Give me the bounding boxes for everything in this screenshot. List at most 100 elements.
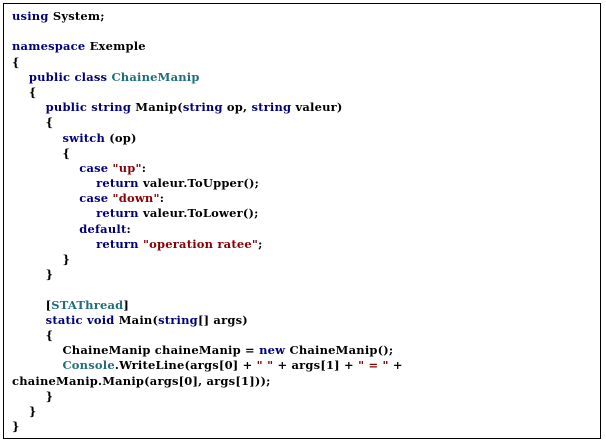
- code-line: case "up":: [12, 161, 403, 176]
- code-text: chaineManip.Manip(args[0], args[1]));: [12, 373, 271, 388]
- code-keyword: return: [96, 206, 139, 221]
- code-text: [12, 313, 46, 327]
- code-line: ChaineManip chaineManip = new ChaineMani…: [12, 343, 403, 358]
- code-snippet-frame: using System; namespace Exemple{ public …: [3, 3, 601, 439]
- code-line: {: [12, 115, 403, 130]
- code-line: [12, 24, 403, 39]
- code-keyword: namespace: [12, 39, 86, 54]
- code-text: [12, 161, 79, 175]
- code-text: valeur): [291, 100, 343, 115]
- code-line: Console.WriteLine(args[0] + " " + args[1…: [12, 358, 403, 373]
- code-keyword: case: [79, 191, 109, 206]
- code-text: +: [388, 358, 403, 373]
- code-text: op,: [222, 100, 252, 115]
- code-text: ;: [258, 236, 263, 251]
- code-text: [12, 191, 79, 205]
- code-keyword: public: [28, 69, 71, 84]
- code-text: }: [12, 403, 37, 418]
- code-text: [12, 70, 29, 84]
- code-line: public class ChaineManip: [12, 70, 403, 85]
- code-keyword: new: [259, 343, 286, 358]
- code-line: [12, 282, 403, 297]
- code-text: {: [12, 145, 71, 160]
- code-line: switch (op): [12, 131, 403, 146]
- code-string-literal: " ": [256, 358, 274, 373]
- code-text: valeur.ToUpper();: [138, 176, 260, 191]
- code-text: [: [12, 297, 52, 312]
- code-type-name: Console: [62, 358, 115, 373]
- code-text: [12, 358, 62, 372]
- code-line: return valeur.ToUpper();: [12, 176, 403, 191]
- code-type-name: ChaineManip: [111, 69, 200, 84]
- code-text: ChaineManip chaineManip =: [12, 343, 260, 358]
- code-text: :: [141, 160, 147, 175]
- code-text: [12, 237, 96, 251]
- code-line: }: [12, 389, 403, 404]
- code-line: {: [12, 328, 403, 343]
- code-keyword: static: [45, 312, 83, 327]
- code-text: ChaineManip();: [285, 343, 394, 358]
- code-keyword: void: [86, 312, 115, 327]
- code-keyword: default: [79, 221, 127, 236]
- code-text: {: [12, 84, 37, 99]
- code-keyword: return: [96, 236, 139, 251]
- code-line: chaineManip.Manip(args[0], args[1]));: [12, 374, 403, 389]
- code-text: :: [159, 191, 165, 206]
- code-text: {: [12, 115, 54, 130]
- code-text: ]: [123, 297, 130, 312]
- code-text: }: [12, 388, 54, 403]
- code-string-literal: "down": [112, 191, 160, 206]
- code-keyword: return: [96, 176, 139, 191]
- code-line: }: [12, 419, 403, 434]
- code-line: return "operation ratee";: [12, 237, 403, 252]
- code-line: return valeur.ToLower();: [12, 206, 403, 221]
- code-keyword: string: [251, 100, 292, 115]
- code-line: }: [12, 267, 403, 282]
- code-keyword: string: [91, 100, 132, 115]
- code-line: namespace Exemple: [12, 39, 403, 54]
- code-text: .WriteLine(args[0] +: [114, 358, 257, 373]
- code-text: [] args): [197, 312, 248, 327]
- code-string-literal: " = ": [358, 358, 389, 373]
- code-text: }: [12, 419, 20, 434]
- code-text: System;: [48, 9, 105, 23]
- code-line: case "down":: [12, 191, 403, 206]
- code-string-literal: "up": [112, 160, 142, 175]
- code-line: using System;: [12, 9, 403, 24]
- code-text: [12, 206, 96, 220]
- code-keyword: switch: [62, 130, 106, 145]
- code-text: + args[1] +: [273, 358, 359, 373]
- code-keyword: string: [158, 312, 198, 327]
- code-line: [STAThread]: [12, 298, 403, 313]
- code-text: {: [12, 327, 54, 342]
- code-keyword: class: [74, 69, 108, 84]
- code-text: [12, 131, 62, 145]
- code-line: default:: [12, 222, 403, 237]
- code-line: {: [12, 146, 403, 161]
- code-text: {: [12, 54, 20, 69]
- code-text: [12, 222, 79, 236]
- code-line: static void Main(string[] args): [12, 313, 403, 328]
- code-keyword: public: [45, 100, 88, 115]
- code-keyword: case: [79, 160, 109, 175]
- code-keyword: string: [182, 100, 223, 115]
- code-text: [12, 100, 46, 114]
- code-text: Manip(: [131, 100, 183, 115]
- code-text: }: [12, 267, 54, 282]
- code-line: }: [12, 404, 403, 419]
- code-text: :: [126, 221, 131, 236]
- code-text: Main(: [114, 312, 159, 327]
- code-line: {: [12, 55, 403, 70]
- code-line: }: [12, 252, 403, 267]
- code-string-literal: "operation ratee": [142, 236, 259, 251]
- code-text: [12, 176, 96, 190]
- code-line: {: [12, 85, 403, 100]
- code-keyword: using: [12, 9, 49, 23]
- code-text: }: [12, 252, 71, 266]
- code-text: (op): [105, 130, 137, 145]
- code-block: using System; namespace Exemple{ public …: [12, 9, 403, 434]
- code-text: valeur.ToLower();: [138, 206, 259, 221]
- code-text: Exemple: [85, 39, 146, 54]
- code-line: public string Manip(string op, string va…: [12, 100, 403, 115]
- code-type-name: STAThread: [51, 297, 124, 312]
